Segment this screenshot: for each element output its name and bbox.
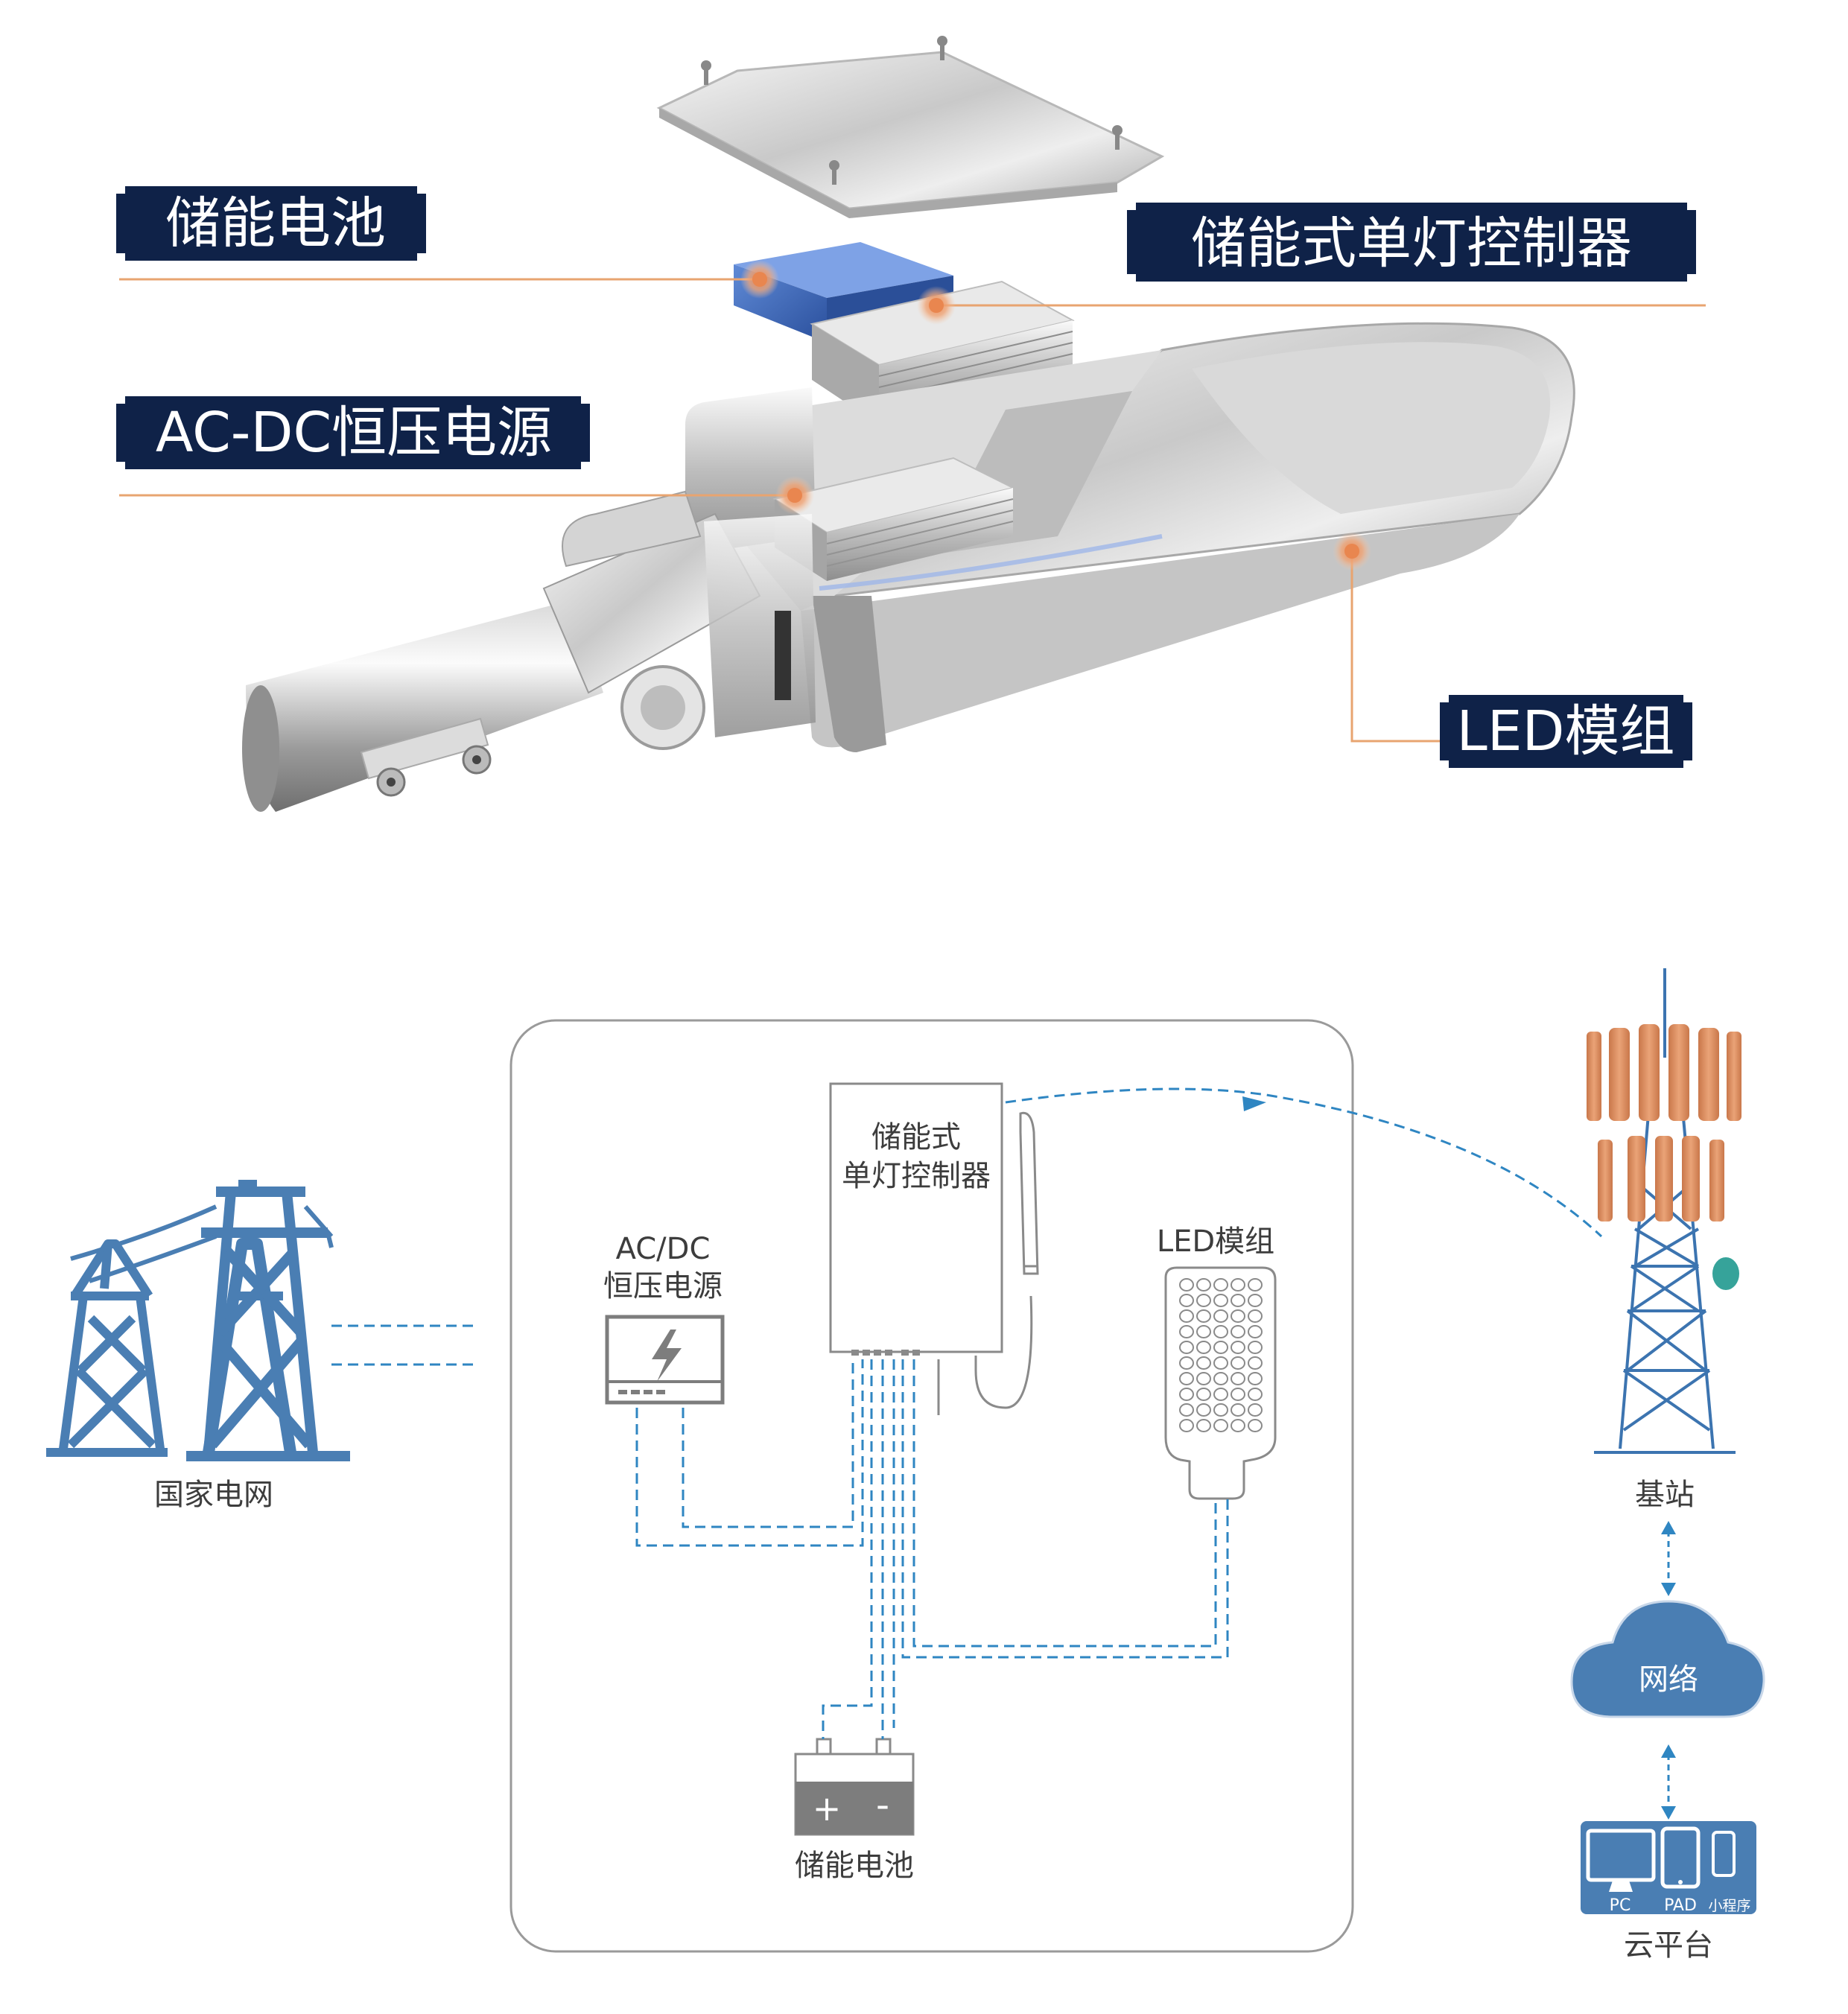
led-chip <box>1179 1325 1194 1338</box>
banner-battery: 储能电池 <box>116 186 426 261</box>
base-station-label: 基站 <box>1635 1478 1695 1512</box>
led-chip <box>1213 1403 1228 1417</box>
callout-dots <box>740 260 1371 571</box>
banner-psu: AC-DC恒压电源 <box>116 396 590 469</box>
grid-link-dashes <box>331 1324 477 1366</box>
controller-label-line2: 单灯控制器 <box>842 1159 991 1193</box>
banner-led: LED模组 <box>1440 695 1692 768</box>
led-chip <box>1179 1341 1194 1354</box>
psu-unit: AC/DC 恒压电源 <box>603 1232 725 1405</box>
power-grid-icon <box>46 1180 350 1461</box>
led-chip <box>1179 1372 1194 1385</box>
led-chip <box>1231 1309 1245 1323</box>
led-chip <box>1213 1372 1228 1385</box>
network-cloud: 网络 <box>1570 1600 1765 1718</box>
led-chip <box>1196 1356 1211 1370</box>
banner-battery-text: 储能电池 <box>165 191 386 255</box>
cloud-platform-label: 云平台 <box>1624 1928 1713 1963</box>
led-chip <box>1213 1278 1228 1292</box>
banner-led-text: LED模组 <box>1457 699 1675 763</box>
led-chip <box>1179 1419 1194 1432</box>
led-chip <box>1196 1388 1211 1401</box>
led-chip <box>1179 1356 1194 1370</box>
controller-unit: 储能式 单灯控制器 <box>829 1082 1003 1415</box>
led-chip <box>1213 1325 1228 1338</box>
network-label: 网络 <box>1639 1662 1698 1697</box>
led-chip <box>1213 1419 1228 1432</box>
led-chip <box>1213 1341 1228 1354</box>
system-container <box>509 1019 1354 1953</box>
battery-unit: + - 储能电池 <box>794 1738 915 1883</box>
device-pc-label: PC <box>1610 1896 1631 1915</box>
led-chip <box>1231 1341 1245 1354</box>
led-chip <box>1179 1294 1194 1307</box>
psu-label-line2: 恒压电源 <box>603 1269 723 1303</box>
led-chip <box>1179 1388 1194 1401</box>
led-chip <box>1231 1278 1245 1292</box>
led-chip <box>1231 1403 1245 1417</box>
led-chip <box>1248 1278 1263 1292</box>
wiring <box>635 1087 1603 1739</box>
led-chip <box>1248 1294 1263 1307</box>
antenna-icon <box>974 1111 1039 1409</box>
led-chip <box>1196 1372 1211 1385</box>
led-chip <box>1231 1372 1245 1385</box>
cloud-platform-devices: PC PAD 小程序 <box>1581 1821 1756 1915</box>
led-chip <box>1248 1403 1263 1417</box>
led-chip <box>1248 1372 1263 1385</box>
system-diagram: 国家电网 储能式 单灯控制器 AC/DC 恒压电源 <box>46 968 1765 1963</box>
banner-psu-text: AC-DC恒压电源 <box>156 401 552 465</box>
led-module: LED模组 <box>1157 1224 1277 1500</box>
led-chip <box>1213 1356 1228 1370</box>
grid-label: 国家电网 <box>154 1478 273 1512</box>
led-chip <box>1196 1341 1211 1354</box>
led-chip <box>1196 1325 1211 1338</box>
led-chip <box>1231 1419 1245 1432</box>
led-chip <box>1196 1294 1211 1307</box>
led-label: LED模组 <box>1157 1224 1274 1259</box>
led-chip <box>1248 1356 1263 1370</box>
led-chip <box>1248 1309 1263 1323</box>
led-chip <box>1231 1325 1245 1338</box>
banner-controller-text: 储能式单灯控制器 <box>1191 212 1632 276</box>
led-chip <box>1196 1278 1211 1292</box>
pc-monitor-icon <box>1586 1829 1656 1882</box>
lightning-icon <box>652 1330 682 1382</box>
led-chip <box>1179 1278 1194 1292</box>
banner-controller: 储能式单灯控制器 <box>1127 203 1696 282</box>
led-chip <box>1248 1388 1263 1401</box>
phone-icon <box>1712 1831 1736 1877</box>
lid-plate <box>656 36 1165 218</box>
led-chip <box>1213 1388 1228 1401</box>
battery-label: 储能电池 <box>795 1849 914 1883</box>
tablet-icon <box>1660 1826 1701 1889</box>
mounting-arm <box>242 490 816 812</box>
callout-lines <box>119 278 1706 743</box>
base-station-icon <box>1587 968 1741 1454</box>
battery-plus: + <box>813 1788 842 1829</box>
led-chip <box>1231 1356 1245 1370</box>
led-chip <box>1231 1388 1245 1401</box>
led-chip <box>1213 1309 1228 1323</box>
led-chip <box>1231 1294 1245 1307</box>
led-chip <box>1196 1309 1211 1323</box>
device-mini-program-label: 小程序 <box>1708 1898 1750 1914</box>
led-chip <box>1213 1294 1228 1307</box>
psu-label-line1: AC/DC <box>616 1232 711 1266</box>
led-chip <box>1196 1419 1211 1432</box>
controller-label-line1: 储能式 <box>871 1120 961 1154</box>
battery-minus: - <box>876 1783 889 1826</box>
led-chip <box>1248 1419 1263 1432</box>
led-chip <box>1248 1341 1263 1354</box>
exploded-streetlight: 储能电池 储能式单灯控制器 AC-DC恒压电源 LED模组 <box>116 36 1706 812</box>
device-pad-label: PAD <box>1664 1896 1697 1915</box>
led-chip <box>1248 1325 1263 1338</box>
led-chip <box>1196 1403 1211 1417</box>
led-chip <box>1179 1309 1194 1323</box>
signal-arrow <box>1242 1096 1266 1111</box>
led-chip <box>1179 1403 1194 1417</box>
